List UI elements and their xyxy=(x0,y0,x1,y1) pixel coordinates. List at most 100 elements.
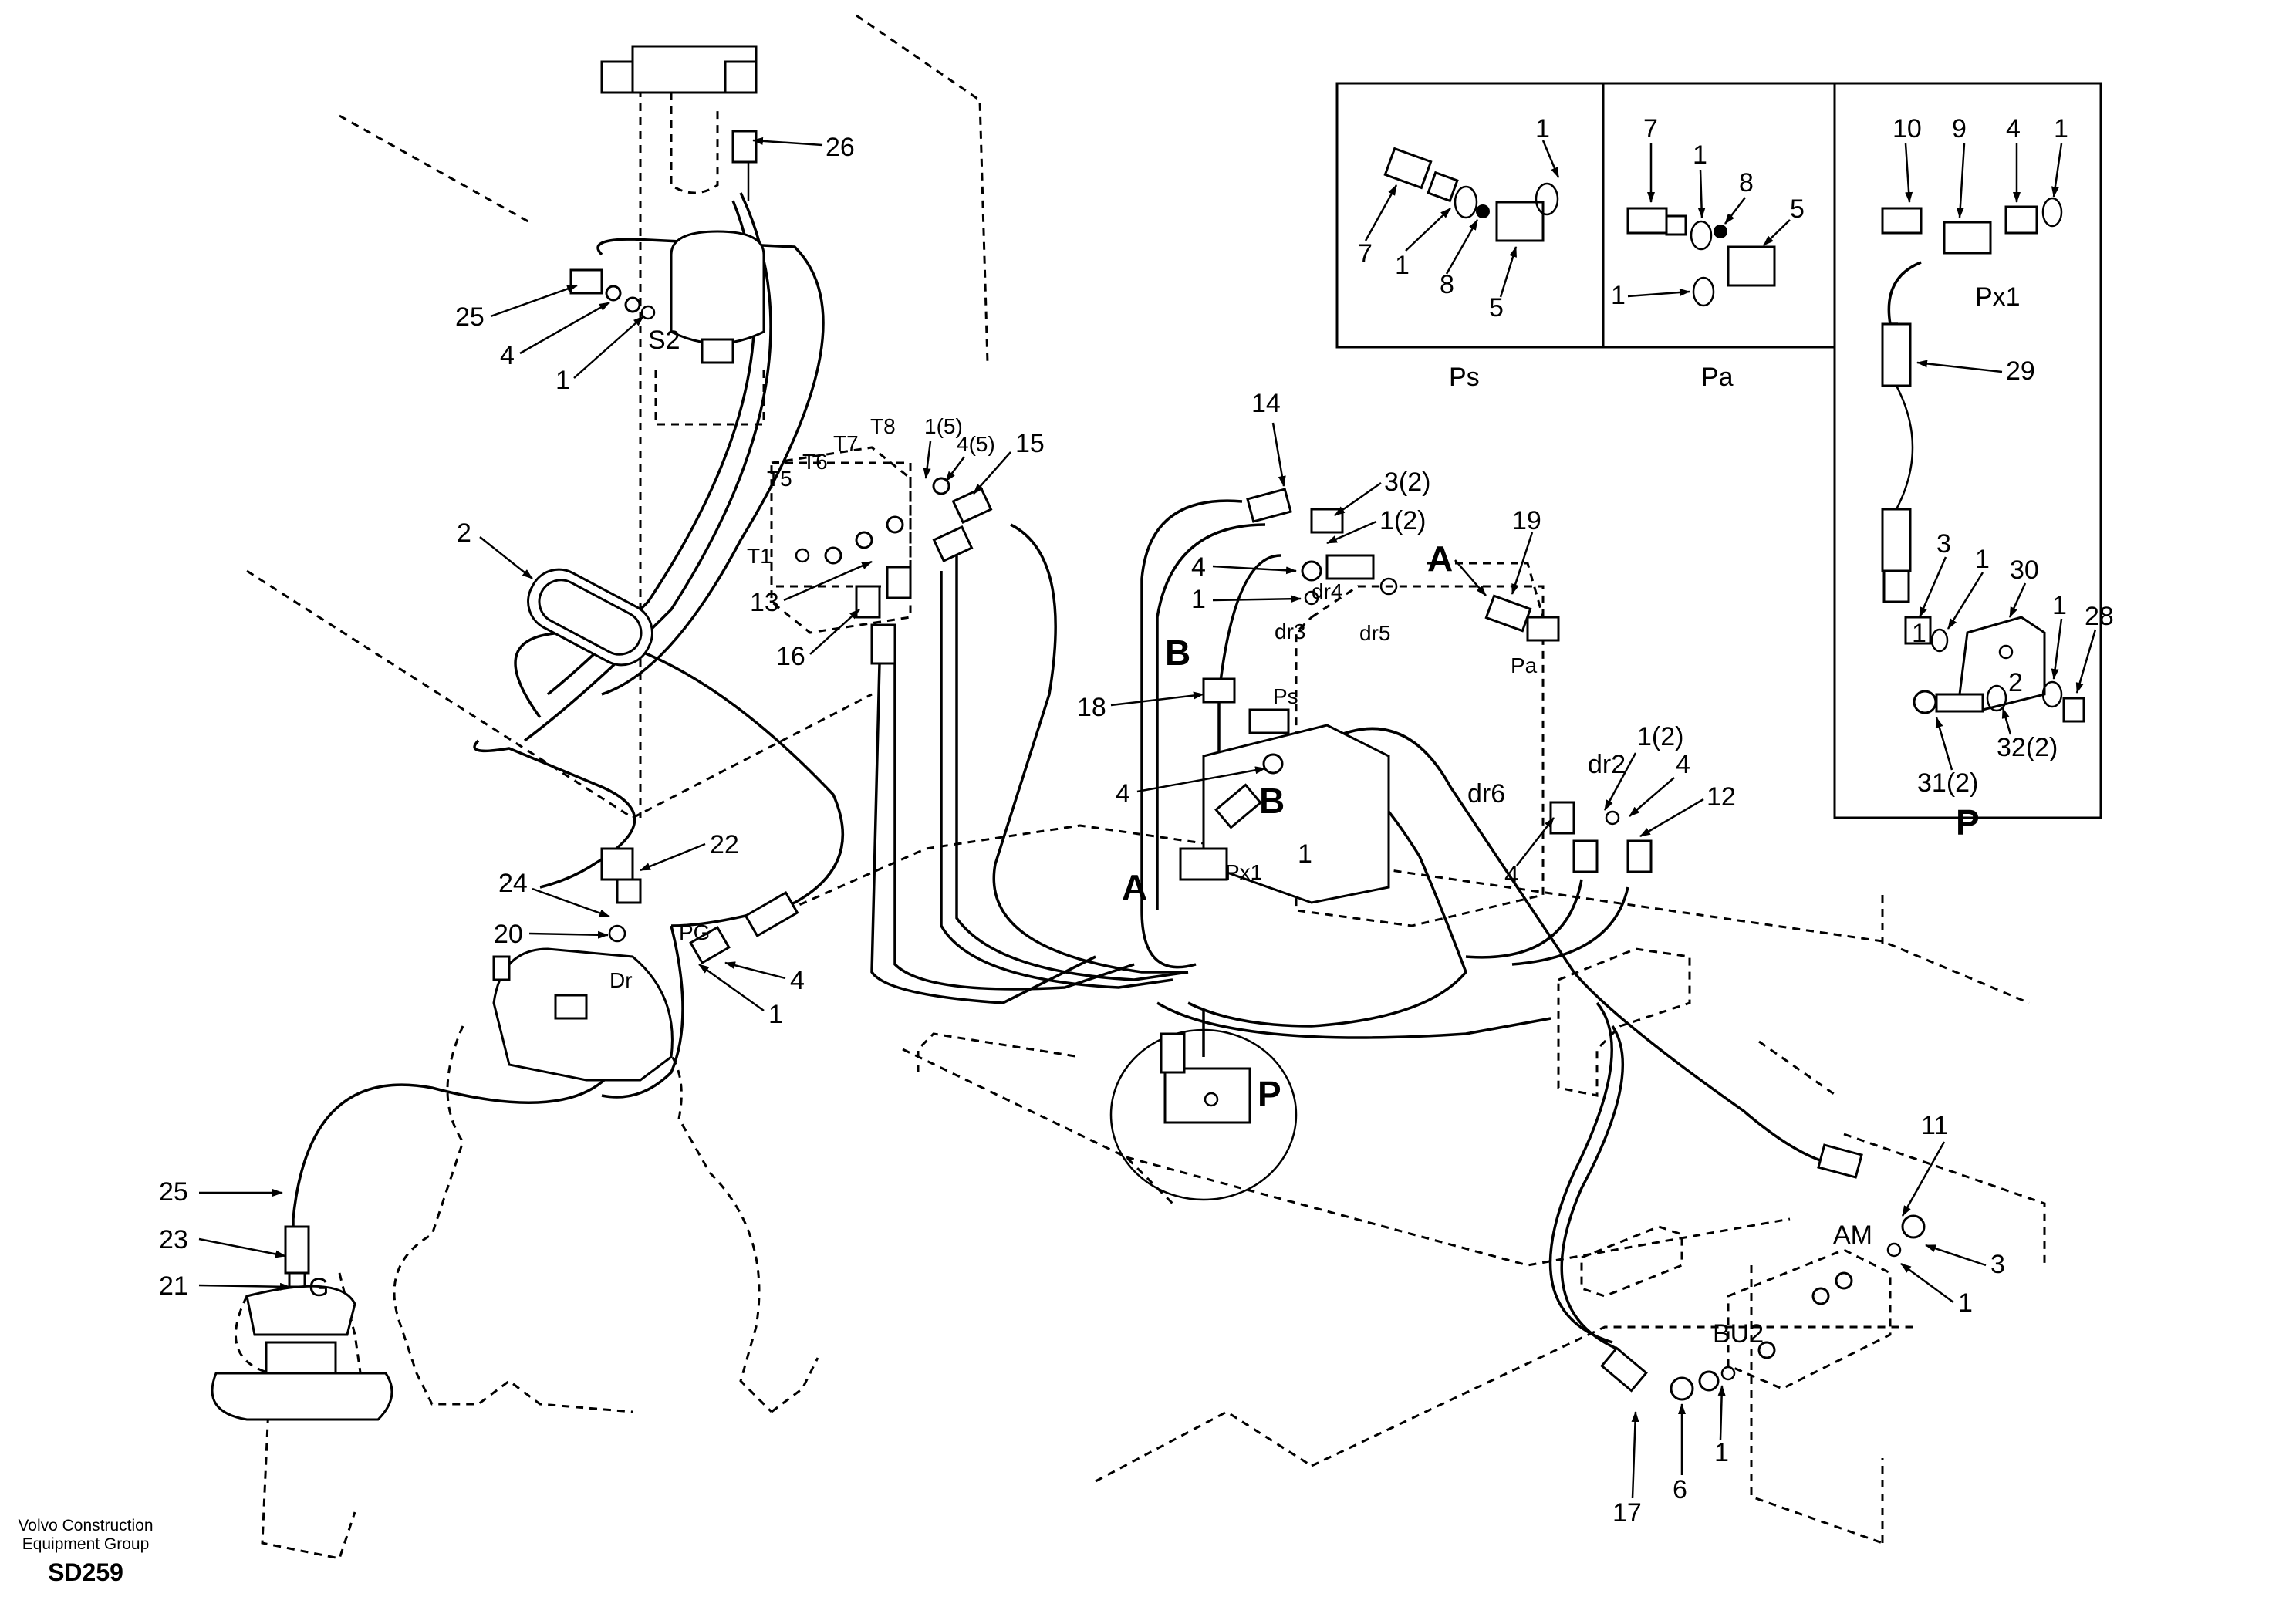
label-dr3: dr3 xyxy=(1275,620,1305,643)
callout-20: 20 xyxy=(494,920,523,949)
callout-1-mid: 1 xyxy=(1191,585,1206,614)
pa-label-1: 1 xyxy=(1693,140,1707,170)
label-am: AM xyxy=(1833,1221,1872,1250)
p-label-1b: 1 xyxy=(1975,545,1990,574)
components xyxy=(211,45,1926,1421)
callout-15: 15 xyxy=(1015,429,1045,458)
label-dr4: dr4 xyxy=(1312,579,1342,603)
ps-label-8: 8 xyxy=(1440,270,1454,299)
label-pa: Pa xyxy=(1511,653,1538,677)
callout-21: 21 xyxy=(159,1271,188,1301)
footer-drawing-code: SD259 xyxy=(48,1558,123,1586)
p-label-30: 30 xyxy=(2010,555,2039,585)
ps-label-1b: 1 xyxy=(1395,251,1410,280)
p-label-9: 9 xyxy=(1952,114,1967,143)
p-port-label: Px1 xyxy=(1975,282,2021,312)
callout-11: 11 xyxy=(1921,1111,1948,1140)
p-label-1d: 1 xyxy=(1912,619,1926,648)
callout-3: 3 xyxy=(1990,1250,2005,1279)
inset-p-caption: P xyxy=(1956,802,1980,842)
callout-25-bottom: 25 xyxy=(159,1177,188,1207)
callout-4-mid: 4 xyxy=(1191,552,1206,582)
callout-12: 12 xyxy=(1707,782,1736,812)
label-dr: Dr xyxy=(609,968,633,992)
callout-1-am: 1 xyxy=(1958,1288,1973,1318)
label-ps: Ps xyxy=(1273,684,1298,708)
hose-lines xyxy=(292,192,1837,1352)
callouts: 26 25 4 1 S2 2 22 24 20 PG Dr 4 1 25 23 … xyxy=(159,133,2005,1528)
callout-1-top: 1 xyxy=(555,366,570,395)
inset-pa-caption: Pa xyxy=(1701,363,1734,392)
callout-18: 18 xyxy=(1077,693,1106,722)
callout-4-dr6: 4 xyxy=(1504,861,1519,890)
label-t5: T5 xyxy=(767,467,792,491)
pa-label-7: 7 xyxy=(1643,114,1658,143)
label-s2: S2 xyxy=(648,326,680,355)
callout-1-lower: 1 xyxy=(1298,839,1312,869)
label-t8: T8 xyxy=(870,414,896,438)
p-label-28: 28 xyxy=(2085,602,2114,631)
label-dr5: dr5 xyxy=(1359,621,1390,645)
label-bu2: BU2 xyxy=(1713,1319,1764,1349)
p-label-4: 4 xyxy=(2006,114,2021,143)
label-g: G xyxy=(309,1273,329,1302)
pa-label-1b: 1 xyxy=(1611,281,1626,310)
footer-company: Volvo Construction Equipment Group xyxy=(18,1517,154,1553)
callout-19: 19 xyxy=(1512,506,1541,535)
label-pg: PG xyxy=(679,920,710,944)
callout-1-5: 1(5) xyxy=(924,414,963,438)
label-a-upper: A xyxy=(1427,539,1453,579)
label-t1: T1 xyxy=(747,544,772,568)
callout-1-bu2: 1 xyxy=(1714,1438,1729,1467)
label-dr2: dr2 xyxy=(1588,750,1626,779)
inset-pa: 7 1 8 5 1 Pa xyxy=(1602,82,1836,392)
callout-14: 14 xyxy=(1251,389,1281,418)
callout-24: 24 xyxy=(498,869,528,898)
callout-4-lower: 4 xyxy=(1116,779,1130,809)
p-label-3: 3 xyxy=(1936,529,1951,559)
callout-13: 13 xyxy=(750,588,779,617)
inset-p: 10 9 4 1 Px1 29 3 1 30 1 28 2 32(2) 31(2… xyxy=(1833,82,2114,842)
label-b-upper: B xyxy=(1165,633,1190,673)
callout-4-pg: 4 xyxy=(790,966,805,995)
callout-26: 26 xyxy=(826,133,855,162)
callout-17: 17 xyxy=(1612,1498,1642,1528)
callout-1-pg: 1 xyxy=(768,1000,783,1029)
callout-6: 6 xyxy=(1673,1475,1687,1504)
callout-4-top: 4 xyxy=(500,341,515,370)
callout-2: 2 xyxy=(457,518,471,548)
callout-4-5: 4(5) xyxy=(957,432,995,456)
ps-label-5: 5 xyxy=(1489,293,1504,322)
label-a-lower: A xyxy=(1122,867,1147,907)
p-label-31: 31(2) xyxy=(1917,768,1978,798)
callout-25-top: 25 xyxy=(455,302,485,332)
p-label-1c: 1 xyxy=(2052,591,2067,620)
p-label-32: 32(2) xyxy=(1997,733,2058,762)
callout-16: 16 xyxy=(776,642,805,671)
p-label-10: 10 xyxy=(1893,114,1922,143)
callout-4-right: 4 xyxy=(1676,750,1690,779)
callout-1-2-upper: 1(2) xyxy=(1379,506,1426,535)
ps-label-1: 1 xyxy=(1535,114,1550,143)
pa-label-8: 8 xyxy=(1739,168,1754,198)
label-t7: T7 xyxy=(833,431,859,455)
label-px1: Px1 xyxy=(1225,860,1262,884)
p-port2-label: 2 xyxy=(2008,668,2023,697)
inset-ps: 1 7 1 8 5 Ps xyxy=(1335,82,1605,392)
callout-1-2-right: 1(2) xyxy=(1637,722,1683,751)
label-b-lower: B xyxy=(1259,781,1285,821)
inset-ps-caption: Ps xyxy=(1449,363,1480,392)
label-dr6: dr6 xyxy=(1467,779,1505,809)
ps-label-7: 7 xyxy=(1358,239,1373,268)
callout-23: 23 xyxy=(159,1225,188,1254)
callout-22: 22 xyxy=(710,830,739,859)
label-p-detail: P xyxy=(1258,1074,1281,1114)
p-label-1: 1 xyxy=(2054,114,2068,143)
footer-credit: Volvo Construction Equipment Group SD259 xyxy=(12,1517,159,1586)
pa-label-5: 5 xyxy=(1790,194,1805,224)
callout-3-2: 3(2) xyxy=(1384,468,1430,497)
label-t6: T6 xyxy=(802,450,828,474)
p-label-29: 29 xyxy=(2006,356,2035,386)
